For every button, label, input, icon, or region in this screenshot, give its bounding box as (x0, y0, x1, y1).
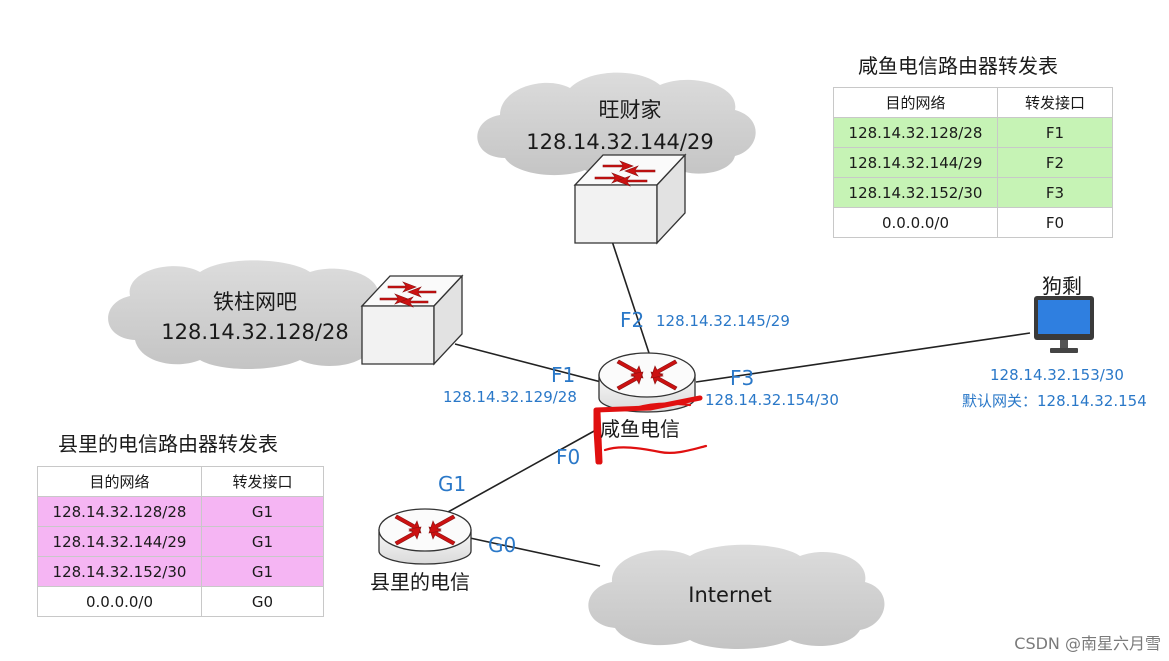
cell-iface: F0 (997, 207, 1113, 238)
cell-iface: G1 (201, 496, 324, 527)
switch-top-arrows (594, 160, 656, 187)
cloud-tiezhu-name: 铁柱网吧 (213, 290, 297, 314)
cell-net: 128.14.32.128/28 (37, 496, 202, 527)
router-county (378, 508, 472, 565)
link-router-pc (695, 332, 1031, 383)
cell-iface: G1 (201, 556, 324, 587)
router-xianyu-label: 咸鱼电信 (600, 417, 680, 441)
router-county-label: 县里的电信 (370, 570, 470, 594)
link-county-internet (469, 537, 601, 567)
table-county-header-iface: 转发接口 (201, 466, 324, 497)
cloud-tiezhu-network: 128.14.32.128/28 (161, 320, 349, 344)
cell-iface: F3 (997, 177, 1113, 208)
connection-lines (447, 231, 1031, 567)
table-xianyu: 目的网络 转发接口 128.14.32.128/28 F1 128.14.32.… (833, 87, 1113, 238)
cell-iface: F2 (997, 147, 1113, 178)
table-row: 0.0.0.0/0 F0 (833, 207, 1113, 238)
table-row: 0.0.0.0/0 G0 (37, 586, 324, 617)
table-row: 128.14.32.144/29 F2 (833, 147, 1113, 178)
iface-g1-label: G1 (438, 472, 467, 496)
pc-gateway: 默认网关：128.14.32.154 (962, 392, 1147, 410)
cell-net: 128.14.32.152/30 (833, 177, 998, 208)
iface-g0-label: G0 (488, 533, 517, 557)
link-router-county (447, 429, 597, 513)
link-switch-left-router (454, 343, 606, 384)
watermark: CSDN @南星六月雪 (1014, 634, 1161, 653)
cloud-internet-name: Internet (688, 583, 772, 607)
cloud-internet (588, 544, 885, 649)
pc-icon (1034, 296, 1094, 353)
cell-iface: G0 (201, 586, 324, 617)
iface-f0-label: F0 (556, 445, 581, 469)
switch-left (360, 274, 464, 366)
cell-net: 0.0.0.0/0 (833, 207, 998, 238)
table-xianyu-title: 咸鱼电信路由器转发表 (858, 54, 1058, 78)
cell-net: 128.14.32.128/28 (833, 117, 998, 148)
iface-f1-ip: 128.14.32.129/28 (443, 388, 577, 406)
cloud-wangcaijia-network: 128.14.32.144/29 (526, 130, 714, 154)
switch-left-arrows (379, 281, 437, 308)
cloud-wangcaijia-name: 旺财家 (598, 98, 662, 122)
router-county-arrows (394, 514, 456, 546)
router-xianyu-arrows (616, 359, 678, 391)
cell-iface: G1 (201, 526, 324, 557)
table-county-header-net: 目的网络 (37, 466, 202, 497)
table-row: 128.14.32.152/30 G1 (37, 556, 324, 587)
cell-net: 0.0.0.0/0 (37, 586, 202, 617)
pc-ip: 128.14.32.153/30 (990, 366, 1124, 384)
cloud-tiezhu (108, 260, 396, 369)
table-xianyu-header-net: 目的网络 (833, 87, 998, 118)
table-county: 目的网络 转发接口 128.14.32.128/28 G1 128.14.32.… (37, 466, 324, 617)
cloud-wangcaijia (477, 72, 756, 179)
iface-f2-ip: 128.14.32.145/29 (656, 312, 790, 330)
iface-f1-label: F1 (551, 363, 576, 387)
table-row: 128.14.32.128/28 G1 (37, 496, 324, 527)
iface-f2-label: F2 (620, 308, 645, 332)
table-row: 128.14.32.152/30 F3 (833, 177, 1113, 208)
table-xianyu-header-iface: 转发接口 (997, 87, 1113, 118)
cell-net: 128.14.32.144/29 (37, 526, 202, 557)
iface-f3-ip: 128.14.32.154/30 (705, 391, 839, 409)
pc-name: 狗剩 (1042, 274, 1082, 298)
iface-f3-label: F3 (730, 366, 755, 390)
red-annotation (593, 395, 708, 465)
link-switch-top-router (608, 231, 651, 357)
cell-iface: F1 (997, 117, 1113, 148)
table-row: 128.14.32.144/29 G1 (37, 526, 324, 557)
cell-net: 128.14.32.144/29 (833, 147, 998, 178)
switch-top (573, 153, 687, 245)
table-row: 128.14.32.128/28 F1 (833, 117, 1113, 148)
cell-net: 128.14.32.152/30 (37, 556, 202, 587)
table-county-title: 县里的电信路由器转发表 (58, 432, 278, 456)
